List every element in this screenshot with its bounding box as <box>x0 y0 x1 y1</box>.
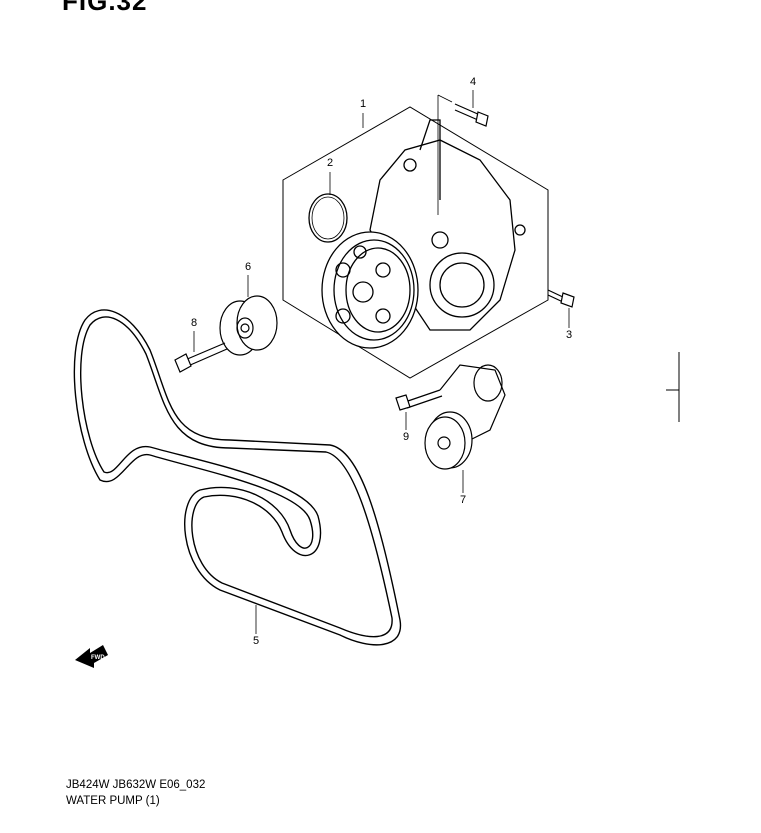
svg-text:FWD: FWD <box>91 655 105 661</box>
bolt-8 <box>174 342 228 373</box>
drive-belt <box>73 309 402 646</box>
callout-6: 6 <box>245 261 252 273</box>
water-pump <box>321 119 526 349</box>
fwd-arrow-icon: FWD <box>75 645 108 668</box>
bolt-3 <box>547 289 575 308</box>
bolt-9 <box>395 389 443 411</box>
figure-title: FIG.32 <box>62 0 148 16</box>
idler-pulley <box>219 295 278 356</box>
tensioner <box>424 364 506 470</box>
o-ring <box>308 193 348 243</box>
figure-name: WATER PUMP (1) <box>66 795 160 807</box>
assembly-outline <box>282 106 549 379</box>
callout-8: 8 <box>191 317 198 329</box>
callout-3: 3 <box>566 329 573 341</box>
callout-4: 4 <box>470 76 477 88</box>
figure-code: JB424W JB632W E06_032 <box>66 779 206 791</box>
callout-9: 9 <box>403 431 410 443</box>
callout-2: 2 <box>327 157 334 169</box>
bolt-4 <box>454 103 489 127</box>
callout-5: 5 <box>253 635 260 647</box>
callout-7: 7 <box>460 494 467 506</box>
callout-1: 1 <box>360 98 367 110</box>
